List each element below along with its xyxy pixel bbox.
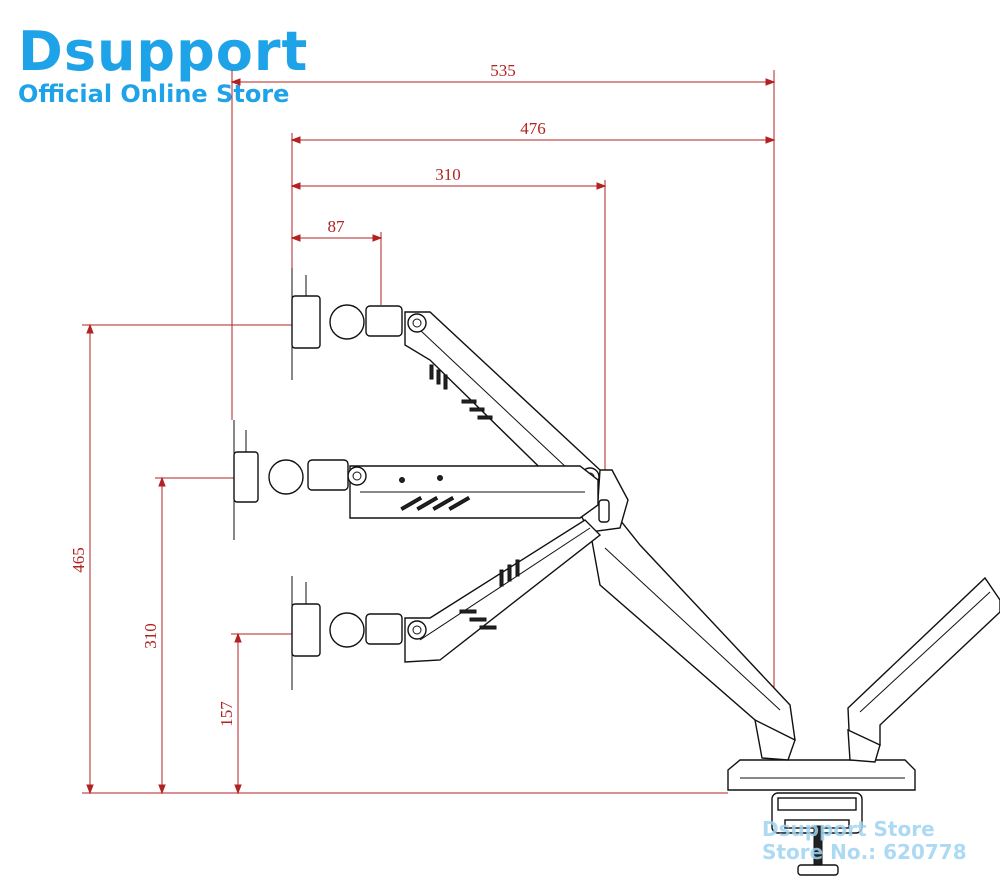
dim-label-535: 535 — [490, 61, 516, 80]
store-watermark: Dsupport Store Store No.: 620778 — [762, 818, 967, 864]
dim-label-310-vertical: 310 — [141, 623, 160, 649]
watermark-store-number: Store No.: 620778 — [762, 840, 967, 864]
brand-logo: Dsupport Official Online Store — [18, 20, 309, 109]
dimension-lines — [82, 70, 775, 794]
dim-label-310: 310 — [435, 165, 461, 184]
brand-tagline: Official Online Store — [18, 80, 290, 108]
main-arm — [589, 519, 796, 761]
arm-position-low — [291, 519, 602, 690]
brand-name: Dsupport — [18, 20, 309, 83]
dim-label-87: 87 — [328, 217, 346, 236]
arm-position-middle — [233, 420, 599, 540]
arm-position-high — [291, 268, 601, 503]
second-arm — [847, 576, 1000, 763]
dimension-arrows — [86, 78, 776, 795]
dim-label-465: 465 — [69, 547, 88, 573]
dim-label-157: 157 — [217, 701, 236, 727]
watermark-store-name: Dsupport Store — [762, 817, 935, 841]
desk-clamp-base — [727, 759, 916, 876]
dim-label-476: 476 — [520, 119, 546, 138]
